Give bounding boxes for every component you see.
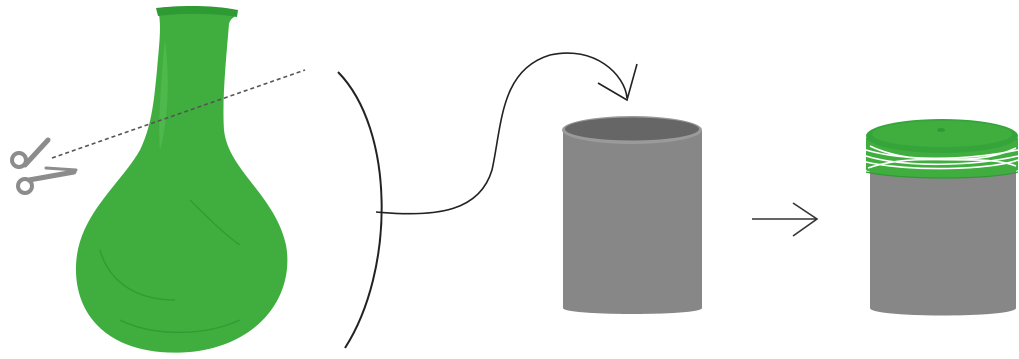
covered-can <box>865 119 1019 316</box>
curved-arrow-icon <box>375 52 628 215</box>
can-body <box>563 130 702 314</box>
balloon-cover-fold <box>865 171 1019 179</box>
right-arrow-icon <box>752 202 819 237</box>
can <box>562 116 702 314</box>
can-opening <box>565 117 699 141</box>
curved-arrow-head <box>597 63 638 102</box>
covered-can-body <box>870 160 1016 316</box>
balloon-highlight <box>99 199 241 334</box>
balloon-cover-top-sheen <box>872 121 1012 147</box>
balloon <box>75 5 288 353</box>
rubber-bands <box>865 145 1019 170</box>
balloon-body <box>75 8 288 353</box>
cut-line <box>51 69 306 159</box>
scissors-icon <box>10 137 78 195</box>
bracket-icon <box>337 71 383 349</box>
balloon-sheen <box>159 40 168 150</box>
balloon-nub <box>937 128 945 132</box>
balloon-rim <box>156 5 238 17</box>
